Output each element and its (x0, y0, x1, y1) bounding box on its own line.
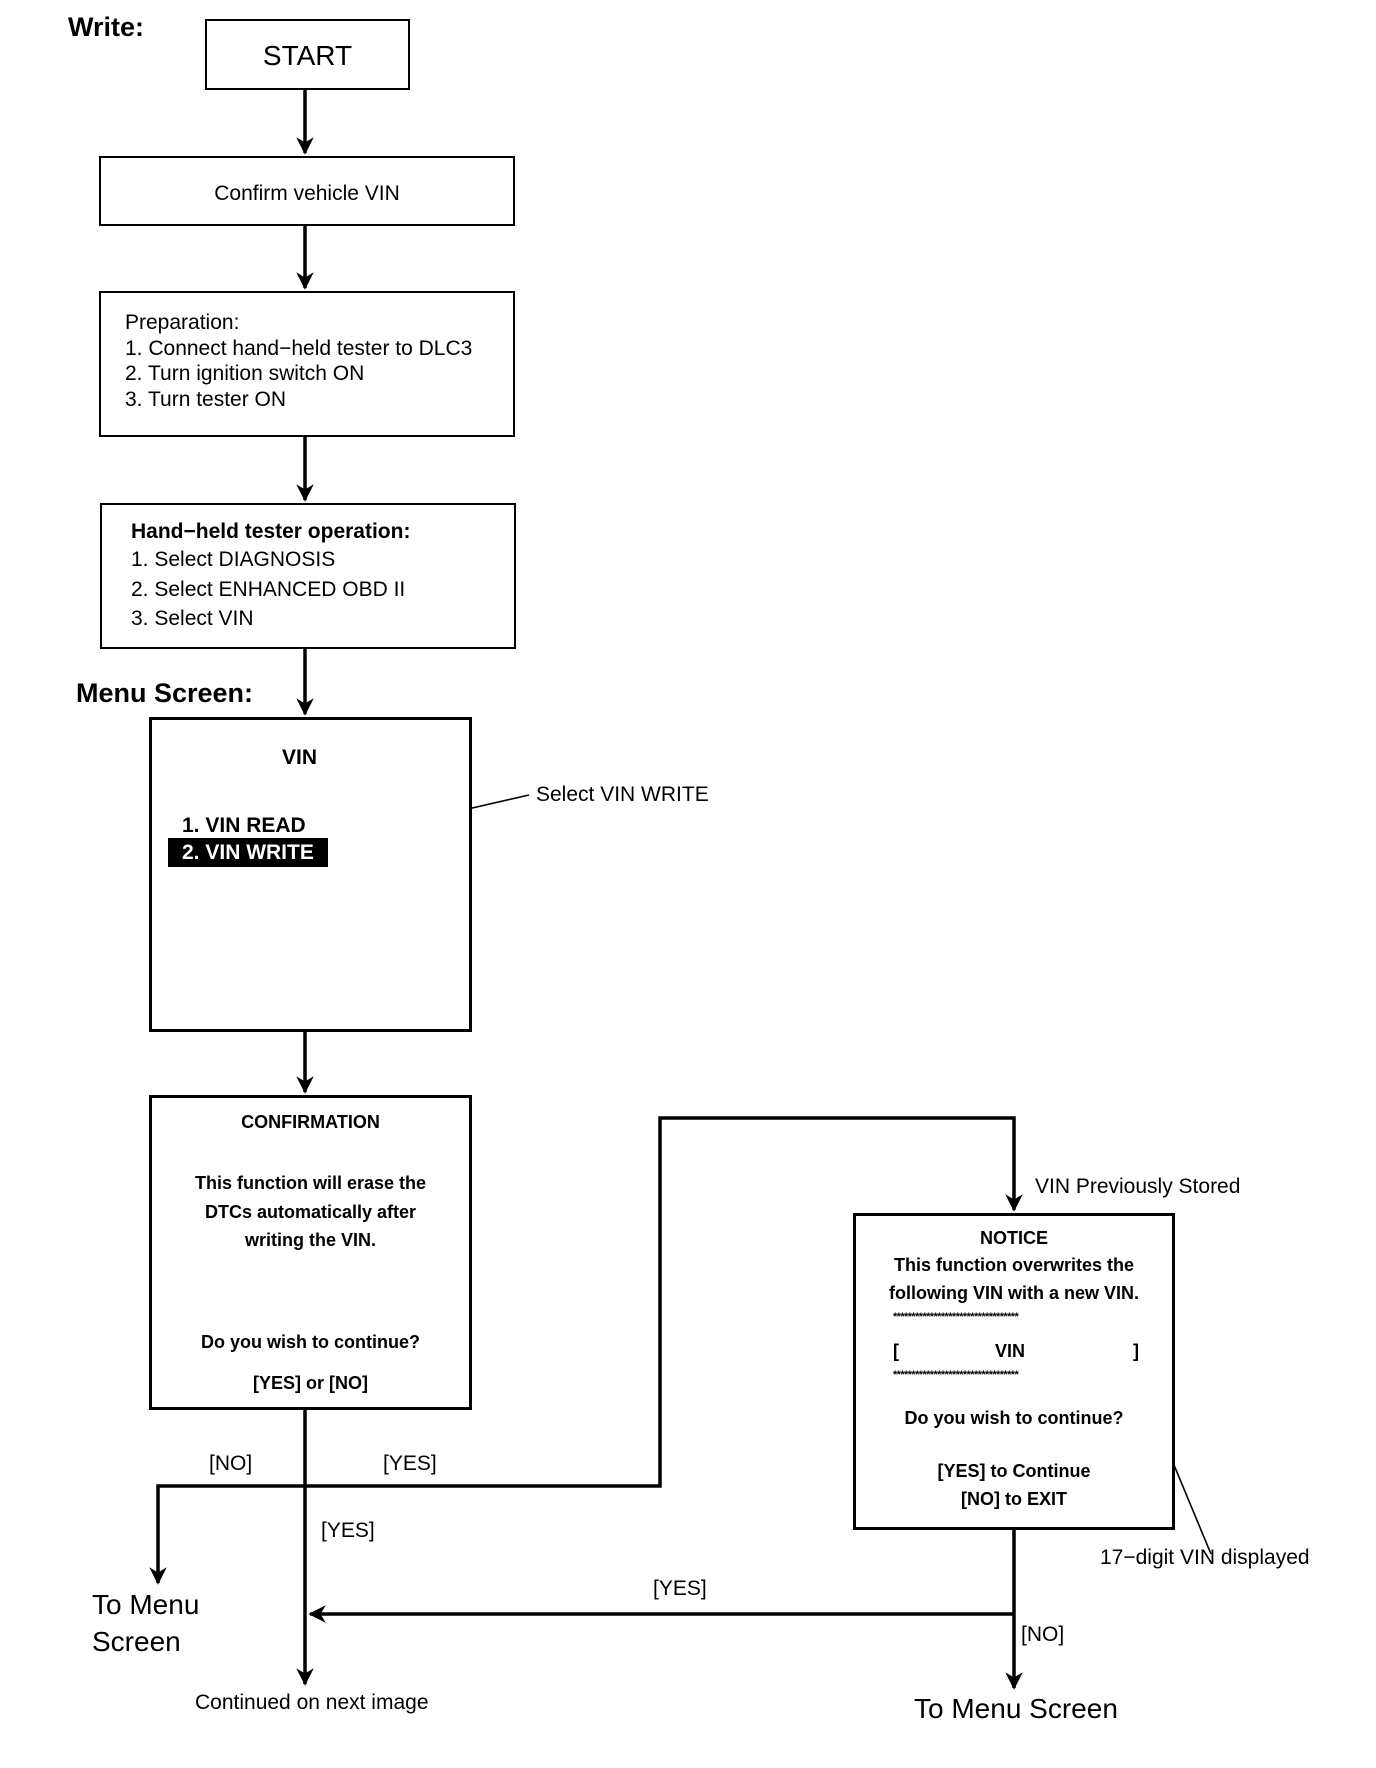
arrow-yes-to-notice (305, 1116, 1023, 1488)
notice-question: Do you wish to continue? (904, 1408, 1124, 1428)
tester-operation-heading: Hand−held tester operation: (131, 520, 411, 543)
vin-read-item: 1. VIN READ (182, 814, 306, 837)
preparation-box: Preparation: 1. Connect hand−held tester… (99, 291, 515, 437)
to-menu-screen-left-line: Screen (92, 1626, 181, 1657)
vin-previously-stored-label: VIN Previously Stored (1035, 1175, 1241, 1198)
branch-yes-down-label: [YES] (321, 1519, 375, 1542)
page-title: Write: (68, 12, 145, 42)
notice-screen: NOTICE This function overwrites the foll… (853, 1213, 1175, 1530)
17-digit-vin-callout: 17−digit VIN displayed (1100, 1546, 1310, 1569)
vin-field-label: VIN (995, 1341, 1026, 1361)
confirmation-message-line: This function will erase the (194, 1173, 427, 1193)
confirmation-options: [YES] or [NO] (253, 1373, 368, 1393)
notice-message-line: following VIN with a new VIN. (888, 1283, 1139, 1303)
to-menu-screen-right: To Menu Screen (914, 1693, 1118, 1724)
tester-operation-box: Hand−held tester operation: 1. Select DI… (100, 503, 516, 649)
confirmation-message-line: writing the VIN. (244, 1230, 376, 1250)
vin-menu-screen: VIN 1. VIN READ 2. VIN WRITE (149, 717, 472, 1032)
to-menu-screen-left-line: To Menu (92, 1589, 200, 1620)
preparation-step: 3. Turn tester ON (125, 388, 287, 411)
vin-menu-title: VIN (282, 746, 318, 769)
notice-stars-bottom: ********************************** (893, 1369, 1019, 1381)
vin-bracket-left: [ (893, 1341, 899, 1361)
preparation-step: 1. Connect hand−held tester to DLC3 (125, 337, 473, 360)
branch-yes-right-label: [YES] (383, 1452, 437, 1475)
notice-no-option: [NO] to EXIT (961, 1489, 1067, 1509)
notice-stars-top: ********************************** (893, 1311, 1019, 1323)
branch-notice-no-label: [NO] (1021, 1623, 1065, 1646)
tester-operation-step: 3. Select VIN (131, 607, 254, 630)
notice-yes-option: [YES] to Continue (937, 1461, 1091, 1481)
branch-notice-yes-label: [YES] (653, 1577, 707, 1600)
tester-operation-step: 2. Select ENHANCED OBD II (131, 578, 406, 601)
notice-title: NOTICE (979, 1228, 1048, 1248)
confirmation-message-line: DTCs automatically after (204, 1202, 417, 1222)
preparation-heading: Preparation: (125, 311, 240, 334)
confirmation-question: Do you wish to continue? (201, 1332, 420, 1352)
select-vin-write-callout: Select VIN WRITE (536, 783, 709, 806)
start-box: START (205, 19, 410, 90)
vin-bracket-right: ] (1133, 1341, 1139, 1361)
confirmation-title: CONFIRMATION (241, 1112, 380, 1132)
arrow-no-to-menu-screen (149, 1484, 305, 1585)
confirm-vin-box: Confirm vehicle VIN (99, 156, 515, 226)
branch-no-label: [NO] (209, 1452, 253, 1475)
confirm-vin-label: Confirm vehicle VIN (214, 182, 400, 205)
confirmation-screen: CONFIRMATION This function will erase th… (149, 1095, 472, 1410)
continued-on-next-image: Continued on next image (195, 1691, 429, 1714)
notice-message-line: This function overwrites the (893, 1255, 1135, 1275)
menu-screen-label: Menu Screen: (76, 678, 254, 708)
vin-write-item-selected: 2. VIN WRITE (168, 838, 328, 867)
tester-operation-step: 1. Select DIAGNOSIS (131, 548, 336, 571)
start-label: START (262, 40, 353, 71)
preparation-step: 2. Turn ignition switch ON (125, 362, 365, 385)
